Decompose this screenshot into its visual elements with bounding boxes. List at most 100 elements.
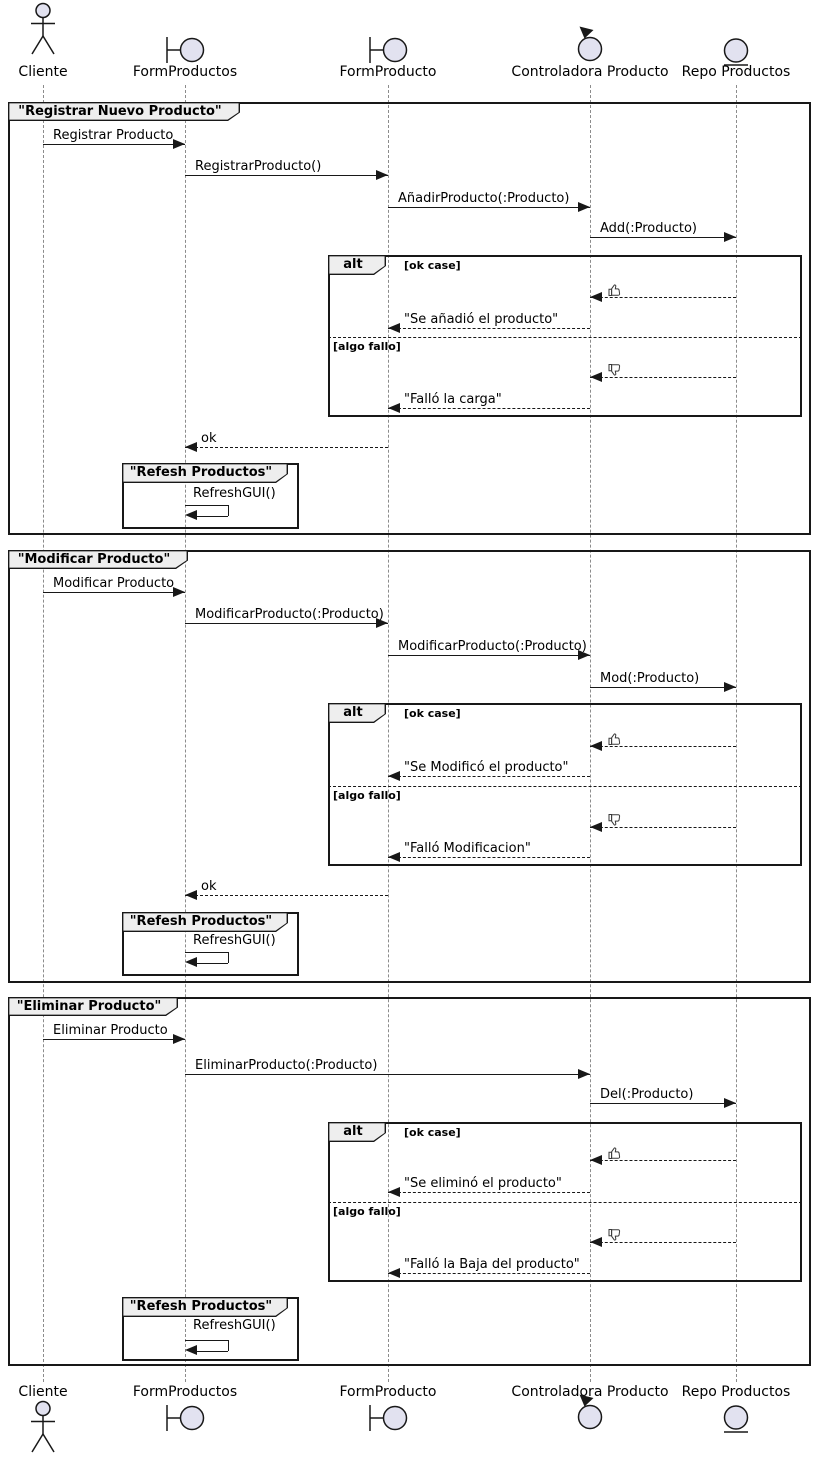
participant-label: Cliente	[18, 64, 68, 80]
control-icon	[573, 1392, 607, 1434]
message-arrowhead	[590, 372, 602, 382]
message-label: Registrar Producto	[53, 128, 174, 143]
message-line	[388, 1192, 590, 1193]
self-message-loop	[228, 505, 229, 516]
frame-title-tab-label: "Registrar Nuevo Producto"	[18, 103, 222, 119]
message-line	[43, 592, 185, 593]
message-line	[590, 827, 736, 828]
message-line	[590, 377, 736, 378]
alt-operator-tab-inner: alt	[329, 1123, 384, 1140]
message-arrowhead	[388, 323, 400, 333]
message-label: "Se eliminó el producto"	[404, 1176, 562, 1191]
message-arrowhead	[578, 202, 590, 212]
lifeline-repo-productos	[736, 85, 737, 1382]
message-arrowhead	[724, 682, 736, 692]
message-arrowhead	[578, 1069, 590, 1079]
message-label: EliminarProducto(:Producto)	[195, 1058, 378, 1073]
guard-fail-label: [algo fallo]	[333, 340, 401, 353]
self-message-loop	[185, 505, 228, 506]
frame-title-tab-inner: "Registrar Nuevo Producto"	[9, 103, 238, 119]
boundary-icon	[165, 36, 205, 68]
nested-frame-title-tab-inner: "Refesh Productos"	[123, 1298, 286, 1315]
participant-label: Repo Productos	[681, 64, 791, 80]
message-line	[388, 1273, 590, 1274]
thumbs-up-icon	[608, 282, 622, 301]
message-arrowhead	[185, 890, 197, 900]
message-label: "Se Modificó el producto"	[404, 760, 569, 775]
message-label: "Falló la Baja del producto"	[404, 1257, 580, 1272]
message-label: Modificar Producto	[53, 576, 175, 591]
message-arrowhead	[724, 232, 736, 242]
message-arrowhead	[388, 852, 400, 862]
participant-label: Cliente	[18, 1384, 68, 1400]
guard-fail-label: [algo fallo]	[333, 1205, 401, 1218]
message-arrowhead	[388, 771, 400, 781]
alt-operator-tab-label: alt	[343, 1124, 363, 1140]
nested-frame-title-tab-label: "Refesh Productos"	[129, 1299, 273, 1315]
message-line	[388, 328, 590, 329]
message-label: AñadirProducto(:Producto)	[398, 191, 570, 206]
guard-ok-label: [ok case]	[404, 707, 461, 720]
message-line	[388, 857, 590, 858]
nested-frame-title-tab-label: "Refesh Productos"	[129, 465, 273, 481]
frame-title-tab-inner: "Eliminar Producto"	[9, 998, 176, 1014]
nested-frame-title-tab: "Refesh Productos"	[122, 912, 288, 932]
self-message-loop	[228, 952, 229, 963]
participant-label: FormProducto	[339, 1384, 437, 1400]
message-line	[388, 207, 590, 208]
alt-divider	[328, 1202, 802, 1203]
participant-label: Controladora Producto	[511, 64, 669, 80]
frame-title-tab: "Modificar Producto"	[8, 550, 188, 569]
participant-label: Controladora Producto	[511, 1384, 669, 1400]
control-icon	[573, 24, 607, 66]
message-arrowhead	[388, 1187, 400, 1197]
message-arrowhead	[578, 650, 590, 660]
self-message-loop	[191, 963, 228, 964]
boundary-icon	[165, 1404, 205, 1436]
message-arrowhead	[173, 139, 185, 149]
message-label: "Falló Modificacion"	[404, 841, 531, 856]
message-arrowhead	[590, 1237, 602, 1247]
message-line	[590, 1242, 736, 1243]
alt-operator-tab: alt	[328, 1122, 386, 1142]
message-arrowhead	[173, 1034, 185, 1044]
participant-label: Repo Productos	[681, 1384, 791, 1400]
message-arrowhead	[590, 292, 602, 302]
message-arrowhead	[388, 403, 400, 413]
message-arrowhead	[376, 618, 388, 628]
guard-ok-label: [ok case]	[404, 259, 461, 272]
nested-frame-title-tab-inner: "Refesh Productos"	[123, 913, 286, 930]
message-label: Mod(:Producto)	[600, 671, 700, 686]
participant-label: FormProductos	[132, 1384, 238, 1400]
self-message-loop	[191, 1351, 228, 1352]
alt-operator-tab-inner: alt	[329, 704, 384, 721]
message-line	[388, 776, 590, 777]
message-arrowhead	[590, 822, 602, 832]
nested-frame-title-tab-label: "Refesh Productos"	[129, 914, 273, 930]
alt-divider	[328, 337, 802, 338]
message-line	[590, 1103, 736, 1104]
frame-title-tab-label: "Modificar Producto"	[17, 551, 171, 567]
self-message-arrowhead	[185, 1345, 197, 1355]
message-label: ok	[201, 431, 217, 446]
actor-icon	[29, 1400, 57, 1460]
self-message-loop	[185, 952, 228, 953]
message-label: RegistrarProducto()	[195, 159, 322, 174]
message-line	[590, 1160, 736, 1161]
alt-operator-tab: alt	[328, 703, 386, 723]
message-line	[590, 687, 736, 688]
frame-title-tab: "Eliminar Producto"	[8, 997, 178, 1016]
alt-divider	[328, 786, 802, 787]
message-arrowhead	[724, 1098, 736, 1108]
lifeline-cliente	[43, 85, 44, 1382]
thumbs-down-icon	[608, 812, 622, 831]
alt-operator-tab: alt	[328, 255, 386, 275]
message-label: "Se añadió el producto"	[404, 312, 559, 327]
self-message-arrowhead	[185, 510, 197, 520]
entity-icon	[721, 1404, 751, 1439]
participant-label: FormProductos	[132, 64, 238, 80]
thumbs-up-icon	[608, 731, 622, 750]
sequence-frame	[8, 997, 811, 1366]
message-line	[185, 623, 388, 624]
message-line	[185, 175, 388, 176]
